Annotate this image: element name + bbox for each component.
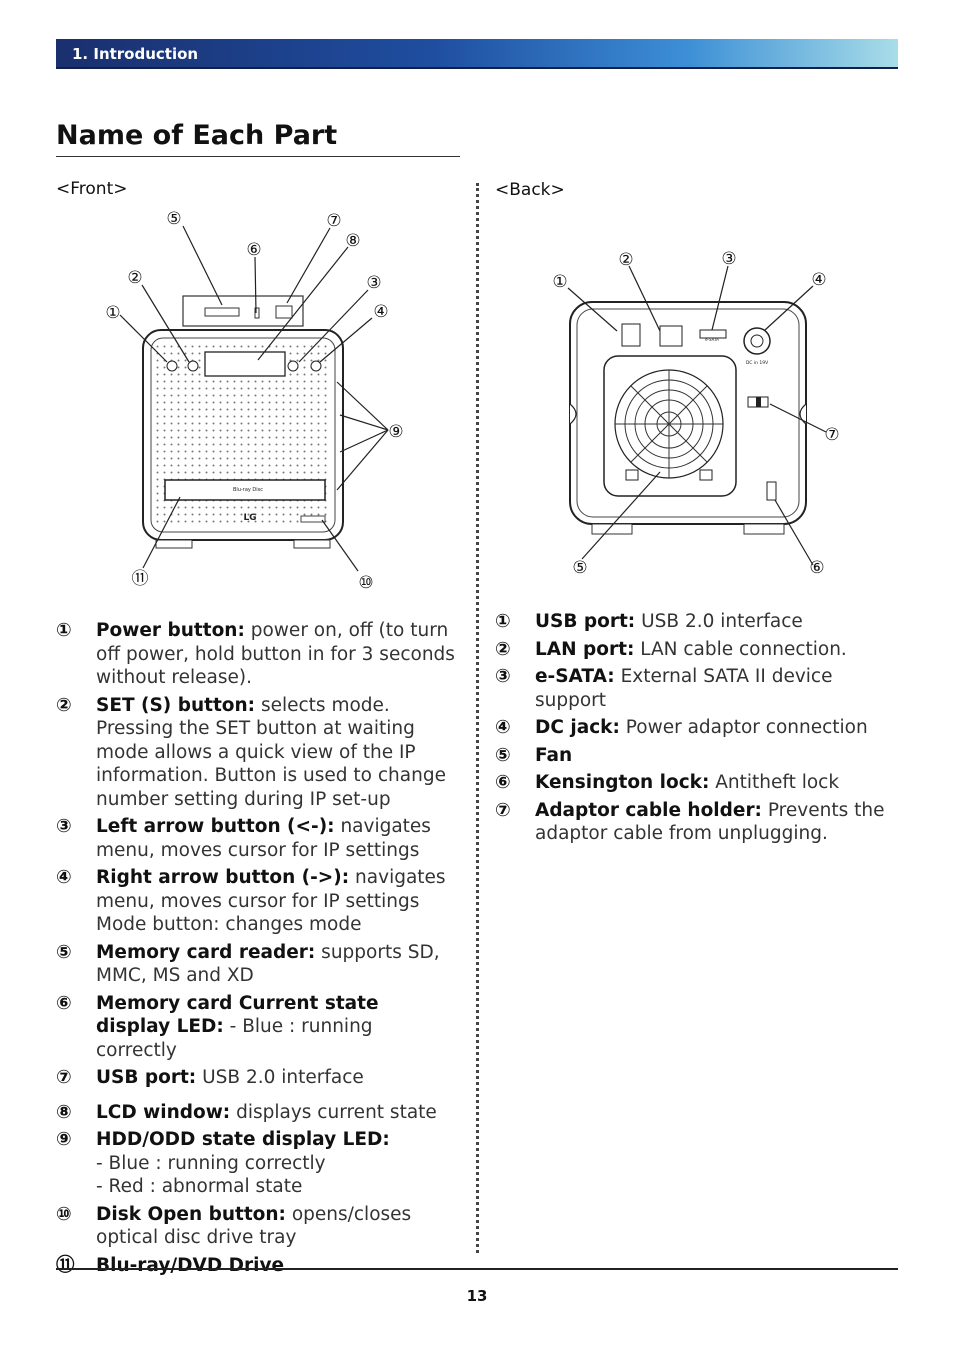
- list-item: ③ e-SATA: External SATA II device suppor…: [495, 666, 833, 711]
- list-item: ⑥ Kensington lock: Antitheft lock: [495, 772, 840, 793]
- list-item: ④ DC jack: Power adaptor connection: [495, 717, 868, 738]
- front-callout-9: ⑨: [388, 422, 403, 442]
- front-callout-8: ⑧: [345, 231, 360, 251]
- list-item: ⑩ Disk Open button: opens/closes optical…: [56, 1203, 412, 1249]
- front-callout-10: ⑩: [358, 573, 373, 593]
- front-label: <Front>: [56, 179, 128, 199]
- back-callout-5: ⑤: [572, 558, 587, 578]
- dc-port-label: DC in 19V: [746, 360, 769, 366]
- list-item: ⑥ Memory card Current state display LED:…: [56, 992, 379, 1061]
- list-item: ④ Right arrow button (->): navigates men…: [56, 867, 446, 935]
- list-item: ⑦ USB port: USB 2.0 interface: [56, 1067, 364, 1088]
- front-callout-2: ②: [127, 268, 142, 288]
- back-callout-4: ④: [811, 270, 826, 290]
- esata-port-label: e-SATA: [705, 337, 719, 342]
- front-callout-3: ③: [366, 273, 381, 293]
- back-callout-1: ①: [552, 272, 567, 292]
- chapter-header-bar: 1. Introduction: [56, 39, 898, 69]
- list-item: ⑦ Adaptor cable holder: Prevents the ada…: [495, 799, 885, 845]
- list-item: ② SET (S) button: selects mode. Pressing…: [56, 694, 446, 810]
- front-callout-4: ④: [373, 302, 388, 322]
- list-item: ⑨ HDD/ODD state display LED: - Blue : ru…: [56, 1129, 390, 1197]
- footer-rule: [56, 1268, 898, 1270]
- list-item: ② LAN port: LAN cable connection.: [495, 638, 847, 660]
- back-device-diagram: e-SATA DC in 19V ② ③ ① ④ ⑦ ⑤ ⑥: [552, 249, 839, 578]
- front-device-diagram: Blu-ray Disc LG ⑤ ⑥ ⑦ ⑧ ② ③ ① ④ ⑨ ⑪ ⑩: [105, 209, 403, 593]
- front-callout-1: ①: [105, 303, 120, 323]
- front-callout-6: ⑥: [246, 240, 261, 260]
- list-item: ⑪ Blu-ray/DVD Drive: [56, 1254, 285, 1276]
- page-number: 13: [466, 1287, 488, 1305]
- list-item: ⑤ Memory card reader: supports SD, MMC, …: [56, 941, 440, 987]
- back-parts-list: ① USB port: USB 2.0 interface ② LAN port…: [495, 610, 895, 850]
- list-item: ③ Left arrow button (<-): navigates menu…: [56, 816, 431, 861]
- front-callout-11: ⑪: [132, 569, 149, 589]
- list-item: ① Power button: power on, off (to turn o…: [56, 620, 455, 688]
- brand-logo: LG: [243, 513, 256, 523]
- title-underline: [56, 156, 460, 157]
- back-label: <Back>: [495, 180, 565, 200]
- list-item: ⑤ Fan: [495, 744, 573, 766]
- disc-logo: Blu-ray Disc: [233, 487, 263, 493]
- list-item: ⑧ LCD window: displays current state: [56, 1101, 437, 1123]
- back-callout-2: ②: [618, 250, 633, 270]
- back-callout-7: ⑦: [824, 425, 839, 445]
- back-callout-3: ③: [721, 249, 736, 269]
- chapter-title: 1. Introduction: [72, 45, 199, 63]
- front-callout-5: ⑤: [166, 209, 181, 229]
- front-parts-list: ① Power button: power on, off (to turn o…: [56, 619, 456, 1281]
- page-title: Name of Each Part: [56, 120, 338, 151]
- list-item: ① USB port: USB 2.0 interface: [495, 611, 803, 632]
- front-callout-7: ⑦: [326, 211, 341, 231]
- back-callout-6: ⑥: [809, 558, 824, 578]
- column-divider: [476, 183, 479, 1253]
